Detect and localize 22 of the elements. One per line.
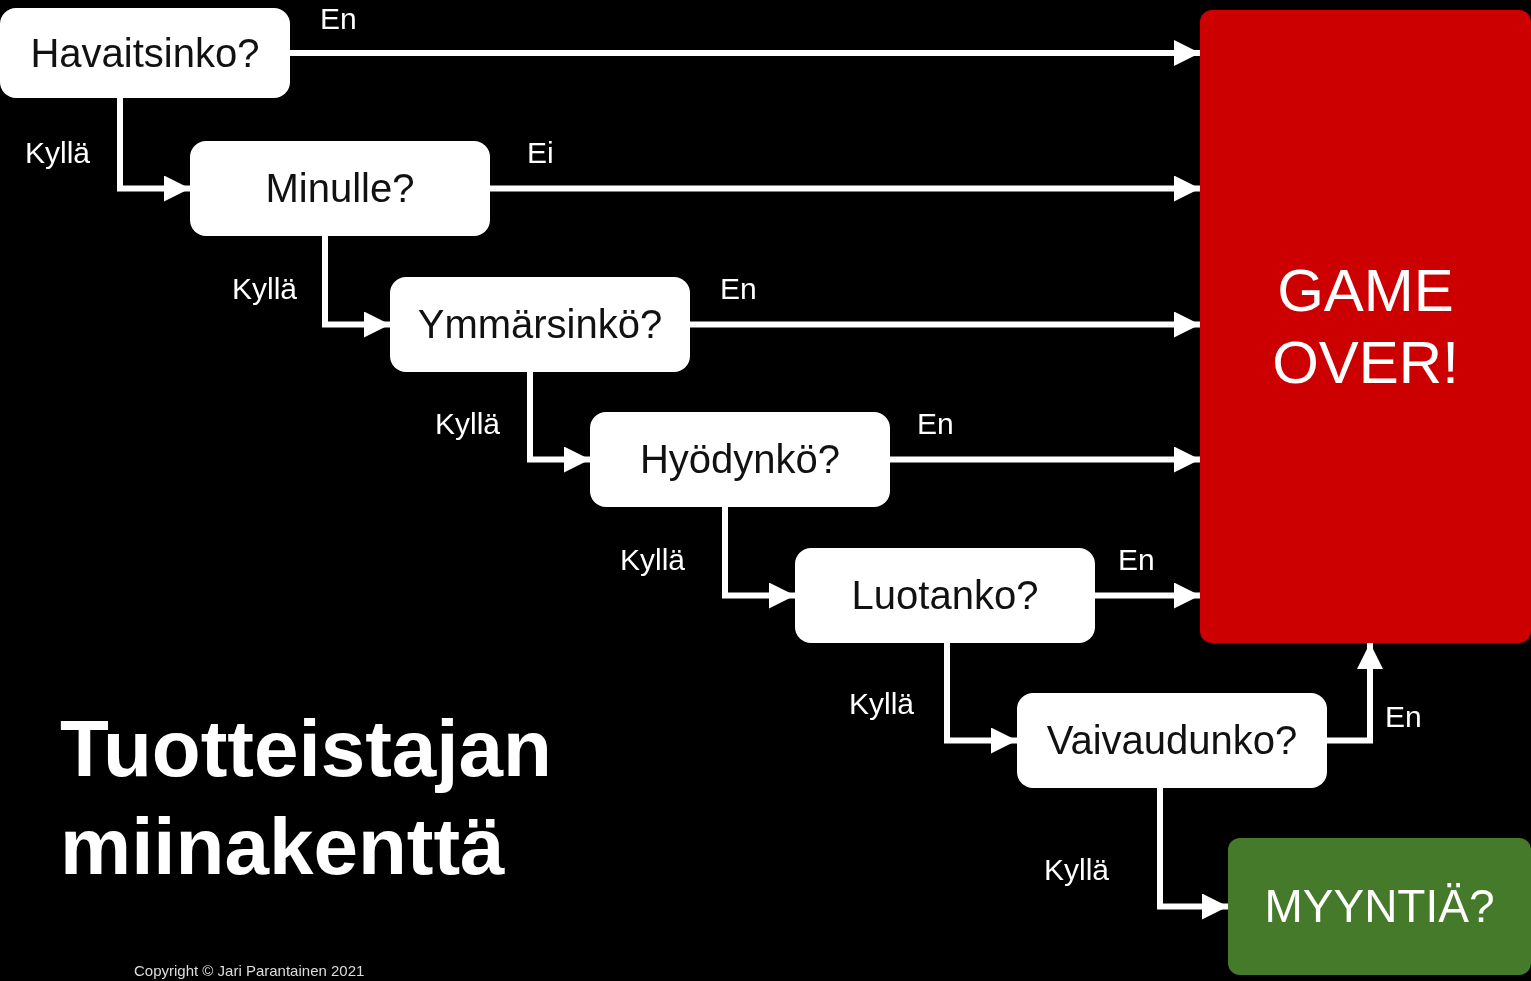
question-box: Havaitsinko? [0, 8, 290, 98]
arrow [722, 507, 795, 609]
question-box: Hyödynkö? [590, 412, 890, 507]
arrow [117, 98, 190, 202]
arrow [490, 175, 1200, 202]
question-box: Luotanko? [795, 548, 1095, 643]
arrow [690, 311, 1200, 338]
question-box: Minulle? [190, 141, 490, 236]
arrow [944, 643, 1017, 754]
arrow [1157, 788, 1228, 920]
arrow [1327, 643, 1383, 744]
copyright-note: Copyright © Jari Parantainen 2021 [134, 962, 365, 979]
question-box: Vaivaudunko? [1017, 693, 1327, 788]
arrow [890, 446, 1200, 473]
end-box: GAME OVER! [1200, 10, 1531, 643]
arrow [322, 236, 390, 338]
arrow [527, 372, 590, 473]
question-box: Ymmärsinkö? [390, 277, 690, 372]
arrow [1095, 582, 1200, 609]
result-box: MYYNTIÄ? [1228, 838, 1531, 975]
title: Tuotteistajan miinakenttä [60, 703, 553, 893]
arrow [290, 40, 1200, 66]
